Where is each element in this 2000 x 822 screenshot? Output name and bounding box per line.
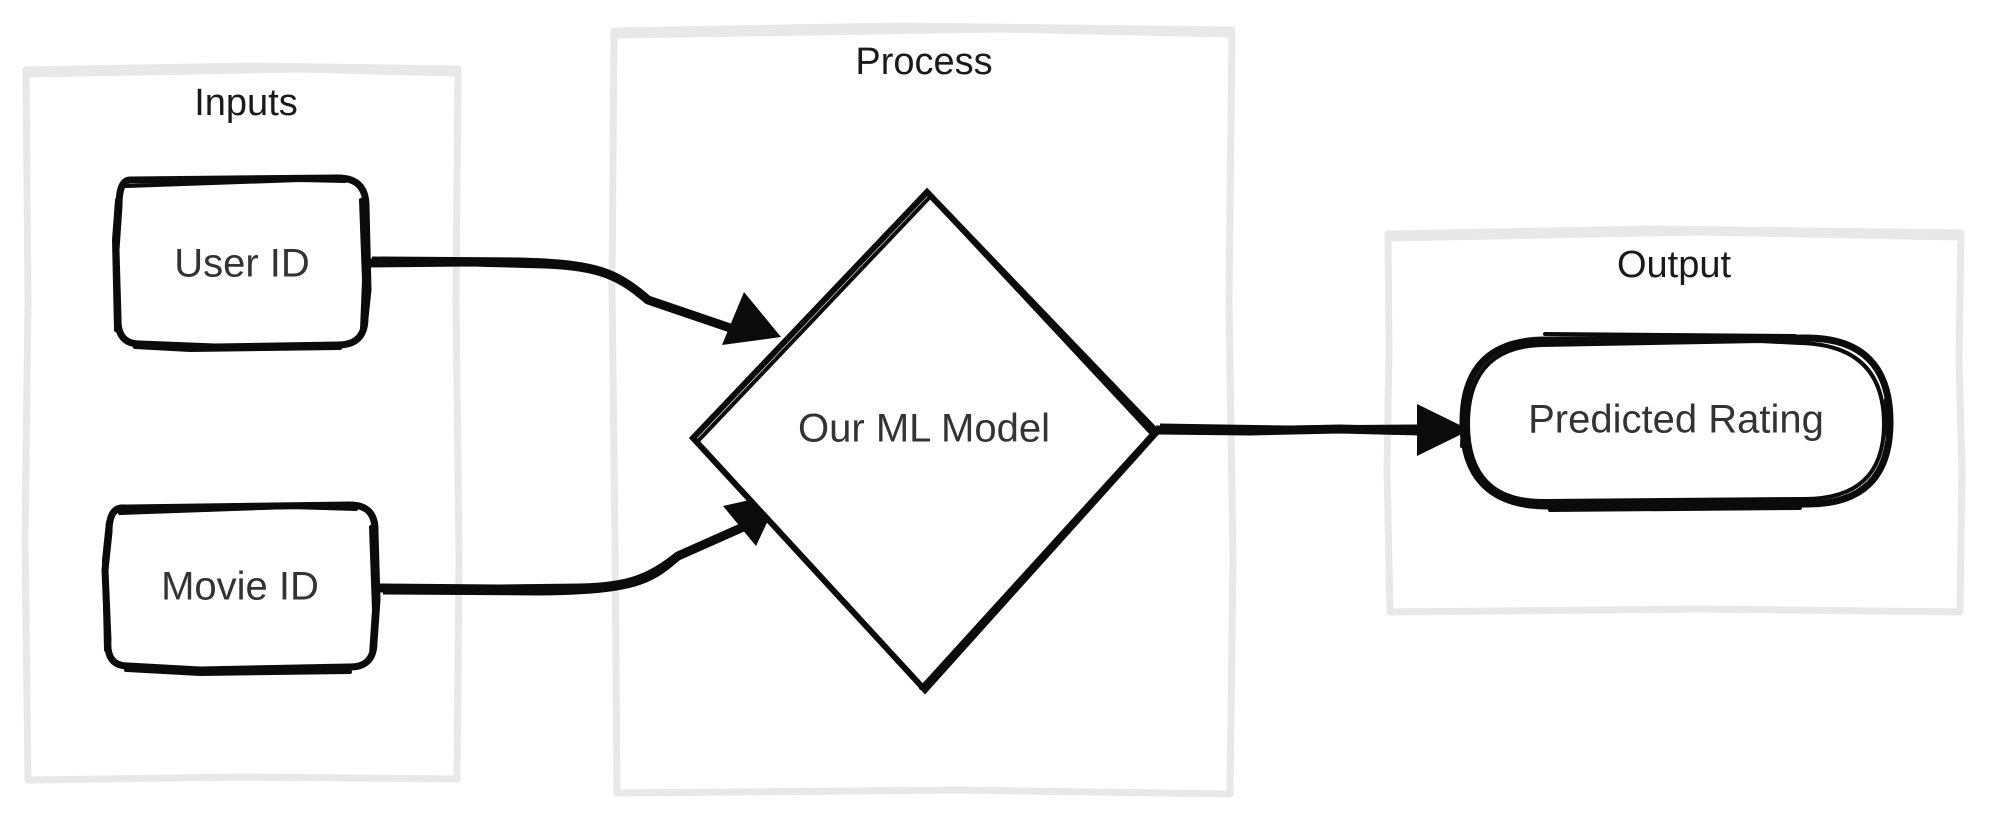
cluster-process-border-sketch2 (613, 25, 1234, 39)
edge-ml-model-to-predicted-rating (1155, 404, 1470, 456)
cluster-process: Process (608, 22, 1237, 798)
node-predicted-rating-shape-sketch3 (1460, 332, 1890, 512)
node-ml-model-shape-sketch2 (697, 194, 1154, 690)
node-user-id-shape-sketch2 (112, 178, 366, 352)
node-movie-id[interactable]: Movie ID (101, 501, 381, 676)
cluster-process-label: Process (855, 41, 992, 83)
cluster-inputs-border-sketch2 (25, 65, 459, 78)
edge-ml-model-to-predicted-rating-arrowhead (1417, 404, 1470, 456)
edge-user-id-to-ml-model-line (368, 257, 744, 337)
edge-movie-id-to-ml-model-line (379, 519, 752, 594)
node-user-id[interactable]: User ID (112, 174, 372, 352)
edge-user-id-to-ml-model-line-sketch2 (371, 256, 648, 299)
node-ml-model-label: Our ML Model (798, 407, 1050, 451)
node-movie-id-label: Movie ID (161, 565, 319, 609)
cluster-inputs-label: Inputs (194, 82, 298, 124)
cluster-inputs: Inputs (21, 62, 463, 784)
edge-user-id-to-ml-model-arrowhead (722, 292, 781, 345)
node-movie-id-shape-sketch2 (102, 505, 376, 676)
node-predicted-rating-shape[interactable] (1459, 334, 1894, 510)
node-predicted-rating-shape-sketch2 (1466, 339, 1886, 504)
edge-movie-id-to-ml-model (379, 493, 781, 596)
node-user-id-label: User ID (174, 242, 310, 286)
edge-movie-id-to-ml-model-line-sketch2 (382, 558, 678, 596)
node-user-id-shape[interactable] (112, 174, 372, 351)
node-predicted-rating-label: Predicted Rating (1528, 398, 1824, 442)
node-ml-model[interactable]: Our ML Model (688, 187, 1162, 695)
cluster-output-border-sketch2 (1387, 228, 1963, 242)
edge-ml-model-to-predicted-rating-line-sketch2 (1159, 423, 1419, 431)
cluster-output-label: Output (1617, 244, 1732, 286)
edge-user-id-to-ml-model (368, 256, 781, 345)
node-predicted-rating[interactable]: Predicted Rating (1459, 332, 1894, 512)
